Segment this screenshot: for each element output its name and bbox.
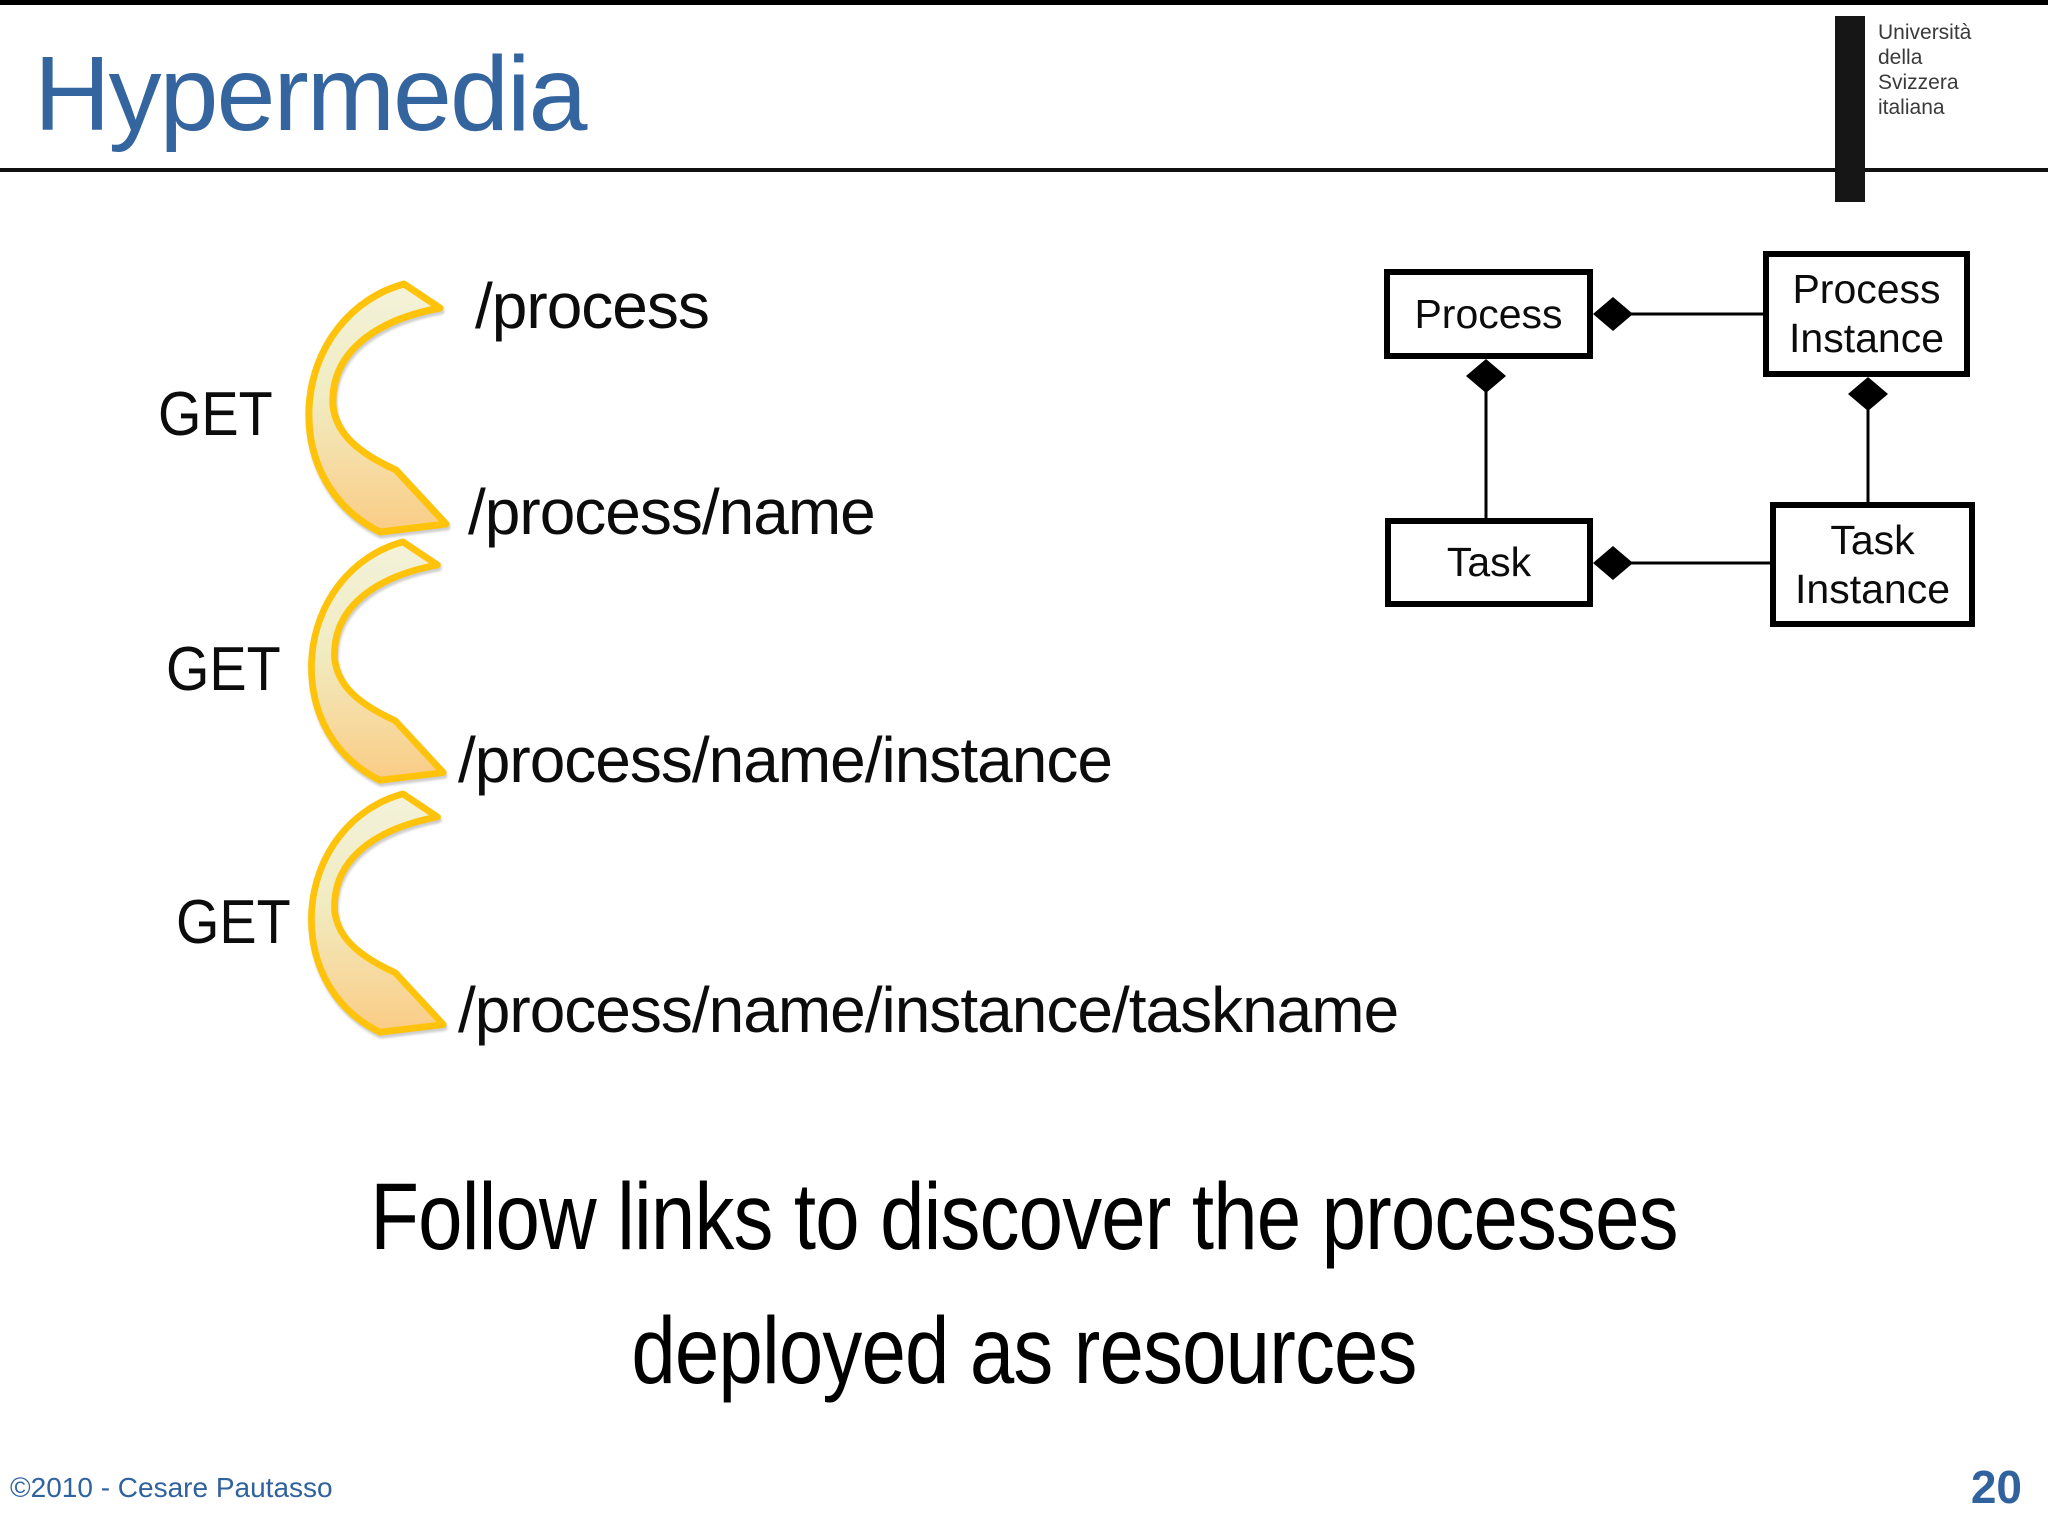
composition-diamond-icon (1848, 377, 1888, 411)
uml-box-task-instance: Task Instance (1770, 502, 1975, 627)
get-method-label-3: GET (176, 888, 291, 957)
get-method-label-1: GET (158, 380, 273, 449)
uml-box-label: Process (1792, 266, 1941, 312)
get-method-label-2: GET (166, 635, 281, 704)
curved-arrow-icon (308, 790, 447, 1036)
uml-box-label: Instance (1789, 315, 1944, 361)
uml-diagram: Process Process Instance Task Task Insta… (1380, 245, 1990, 635)
caption-line-2: deployed as resources (631, 1298, 1417, 1404)
logo-line: italiana (1878, 96, 1945, 119)
caption-line-1: Follow links to discover the processes (370, 1164, 1678, 1270)
uml-box-label: Instance (1795, 565, 1950, 612)
university-logo-bar (1835, 16, 1865, 202)
logo-line: Università (1878, 21, 1972, 44)
uml-box-label: Process (1414, 290, 1563, 337)
resource-uri-process-name-instance-taskname: /process/name/instance/taskname (458, 974, 1399, 1046)
uml-box-label: Task (1446, 539, 1532, 585)
title-divider (0, 168, 2048, 172)
curved-arrow-icon (305, 280, 450, 536)
resource-uri-process-name: /process/name (468, 476, 876, 548)
uml-box-task: Task (1385, 518, 1593, 607)
copyright-text: ©2010 - Cesare Pautasso (10, 1472, 333, 1503)
resource-uri-process: /process (475, 270, 710, 342)
university-logo-text: Università della Svizzera italiana (1878, 20, 1971, 120)
composition-diamond-icon (1593, 546, 1633, 580)
curved-arrow-icon (308, 538, 447, 784)
page-title: Hypermedia (34, 35, 587, 153)
page-number: 20 (1970, 1461, 2022, 1513)
slide-top-border (0, 0, 2048, 5)
uml-box-label: Task (1830, 516, 1915, 563)
slide-caption: Follow links to discover the processes d… (164, 1150, 1884, 1418)
resource-uri-process-name-instance: /process/name/instance (458, 724, 1113, 796)
logo-line: della (1878, 46, 1923, 69)
uml-box-process: Process (1384, 269, 1593, 359)
composition-diamond-icon (1466, 359, 1506, 393)
composition-diamond-icon (1593, 297, 1633, 331)
uml-connectors (1466, 297, 1888, 580)
uml-box-process-instance: Process Instance (1763, 251, 1970, 377)
logo-line: Svizzera (1878, 71, 1959, 94)
